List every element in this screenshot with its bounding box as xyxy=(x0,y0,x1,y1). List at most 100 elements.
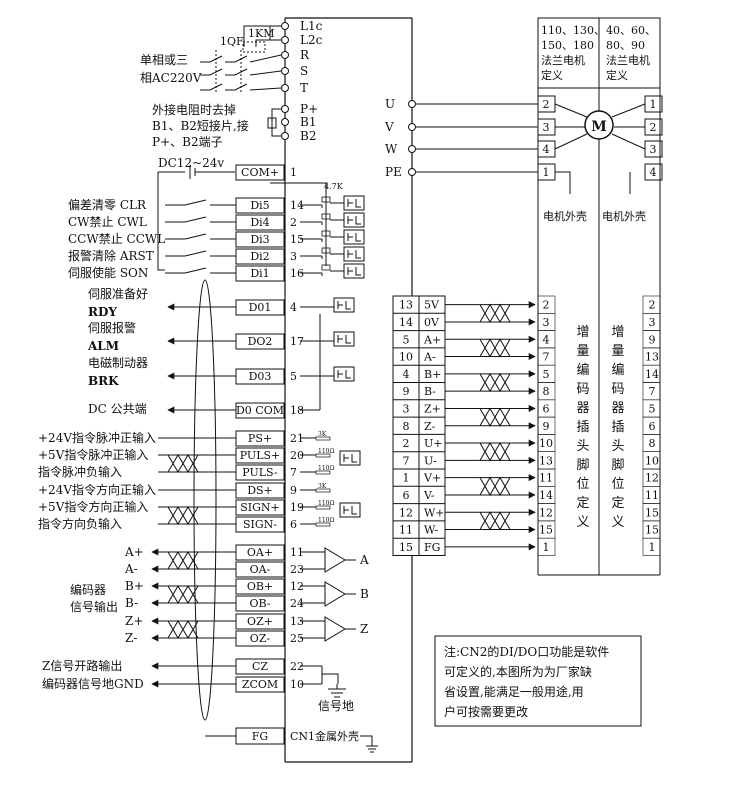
encoder-out-row-oa-pin: 23 xyxy=(290,563,304,576)
input-row-di3-optocoupler-icon xyxy=(343,229,365,245)
enc-row-u-pin-a: 10 xyxy=(539,437,553,450)
pulse-row-ds-code: DS+ xyxy=(247,484,273,497)
note-line-1: 注:CN2的DI/DO口功能是软件 xyxy=(444,644,609,659)
enc-def-a-char: 定 xyxy=(576,496,589,511)
enc-def-a-char: 编 xyxy=(576,363,589,378)
input-row-di5-switch-icon xyxy=(165,199,236,206)
pulse-row-sign-resistor-value: 110Ω xyxy=(318,500,334,507)
output-row-d03-label-1: 电磁制动器 xyxy=(88,355,148,370)
encoder-out-row-oa-box xyxy=(235,544,285,561)
motor-terminal-w-pin-a: 4 xyxy=(543,143,550,156)
flange-b-4: 定义 xyxy=(606,68,628,82)
input-row-di1-pin: 16 xyxy=(290,267,304,280)
input-row-di4-optocoupler-icon xyxy=(343,212,365,228)
pulse-row-sign-box xyxy=(235,499,285,516)
terminal-b2: B2 xyxy=(300,129,316,143)
output-row-d0com-box xyxy=(235,402,285,419)
pulse-optocoupler-icon xyxy=(339,450,361,466)
encoder-out-row-oz-box xyxy=(235,630,285,647)
z-row-cz-pin: 22 xyxy=(290,660,304,673)
pulse-row-ps-box xyxy=(235,430,285,447)
z-row-zcom-label: 编码器信号地GND xyxy=(42,676,144,691)
enc-def-b-char: 码 xyxy=(611,382,624,397)
enc-row-u-pin: 2 xyxy=(403,437,410,450)
pulse-row-puls-label: 指令脉冲负输入 xyxy=(38,464,122,479)
pulse-row-ps-resistor-icon xyxy=(315,436,331,441)
enc-row-z-pin-b: 6 xyxy=(649,420,656,433)
enc-row-v-pin-b: 11 xyxy=(645,489,659,502)
output-row-d01-box xyxy=(235,299,285,316)
output-row-d01-optocoupler-icon xyxy=(333,297,355,313)
enc-row-b-pin-a: 8 xyxy=(543,385,550,398)
pulse-row-ds-box xyxy=(235,482,285,499)
enc-row-v-pin: 1 xyxy=(403,472,410,485)
output-row-d01-code: D01 xyxy=(249,301,272,314)
pulse-row-sign-code: SIGN- xyxy=(243,518,277,531)
motor-terminal-pe-label: PE xyxy=(385,165,402,179)
enc-twisted-pair-icon-1 xyxy=(479,372,511,393)
output-row-d03-label-2: BRK xyxy=(88,374,119,388)
terminal-b1: B1 xyxy=(300,115,316,129)
input-row-di3-label: CCW禁止 CCWL xyxy=(68,232,165,246)
power-label-2: 相AC220V xyxy=(140,71,202,85)
enc-row-a-pin-a: 4 xyxy=(543,333,550,346)
enc-row-v-pin-a: 14 xyxy=(539,489,553,502)
encoder-out-row-ob-signal: B+ xyxy=(125,579,144,593)
flange-b-2: 80、90 xyxy=(606,39,645,52)
power-label-1: 单相或三 xyxy=(140,53,188,67)
enc-row-5v-signal: 5V xyxy=(424,299,440,312)
enc-row-b-pin-b: 7 xyxy=(649,385,656,398)
encoder-twisted-pair-icon-1 xyxy=(167,585,199,604)
input-row-di5-pin: 14 xyxy=(290,199,304,212)
enc-def-a-char: 脚 xyxy=(576,457,589,473)
pulse-row-puls-box xyxy=(235,464,285,481)
enc-twisted-pair-icon-3 xyxy=(479,442,511,462)
signal-ground-label: 信号地 xyxy=(318,699,354,713)
motor-terminal-u-label: U xyxy=(385,97,395,111)
enc-def-a-char: 义 xyxy=(576,515,589,530)
fg-row: FG CN1金属外壳 xyxy=(205,727,378,753)
encoder-out-row-oz-pin: 13 xyxy=(290,615,304,628)
output-row-d01-pin: 4 xyxy=(290,301,297,314)
output-row-d0com-pin: 18 xyxy=(290,404,304,417)
enc-row-0v-pin: 14 xyxy=(399,316,413,329)
input-row-di2-pin: 3 xyxy=(290,250,297,263)
resistor-note-2: B1、B2短接片,接 xyxy=(152,118,249,133)
output-row-d01-label-1: 伺服准备好 xyxy=(88,287,148,301)
enc-def-b-char: 增 xyxy=(611,325,624,340)
encoder-out-row-oa-pin: 11 xyxy=(290,546,304,559)
enc-def-a-char: 位 xyxy=(576,477,589,492)
input-row-di4-switch-icon xyxy=(165,216,236,223)
input-row-di2-optocoupler-icon xyxy=(343,246,365,262)
pulse-row-ps-code: PS+ xyxy=(248,432,272,445)
output-row-d03-pin: 5 xyxy=(290,370,297,383)
pulse-row-puls-resistor-value: 110Ω xyxy=(318,448,334,455)
pulse-row-ds-resistor-value: 3K xyxy=(318,483,327,490)
terminal-l2c: L2c xyxy=(300,33,323,47)
output-row-do2-label-1: 伺服报警 xyxy=(88,320,136,335)
pulse-row-puls-resistor-icon xyxy=(315,470,331,475)
dc-supply: DC12~24v 4.7K xyxy=(157,156,344,271)
motor-terminal-w-pin-b: 3 xyxy=(650,143,657,156)
enc-row-z-pin: 3 xyxy=(403,402,410,415)
enc-row-fg-cell-a xyxy=(537,537,556,556)
enc-row-0v-pin-a: 3 xyxy=(543,316,550,329)
note-line-4: 户可按需要更改 xyxy=(444,704,528,719)
motor-terminal-w-label: W xyxy=(385,142,398,156)
encoder-out-row-oz-signal: Z- xyxy=(125,631,137,645)
input-row-di4-pin: 2 xyxy=(290,216,297,229)
motor-symbol-icon xyxy=(584,110,614,140)
z-row-zcom-pin: 10 xyxy=(290,678,304,691)
enc-row-a-pin-a: 7 xyxy=(543,351,550,364)
pulse-twisted-pair-icon xyxy=(167,454,199,473)
motor-terminal-w-dot xyxy=(408,145,416,153)
enc-def-b-char: 定 xyxy=(611,496,624,511)
pulse-row-sign-resistor-icon xyxy=(315,505,331,510)
pulse-row-sign-label: +5V指令方向正输入 xyxy=(38,499,148,514)
enc-row-w-pin-a: 12 xyxy=(539,506,553,519)
output-row-d03-code: D03 xyxy=(249,370,272,383)
pulse-row-puls-pin: 20 xyxy=(290,449,304,462)
pulse-row-puls-resistor-icon xyxy=(315,453,331,458)
